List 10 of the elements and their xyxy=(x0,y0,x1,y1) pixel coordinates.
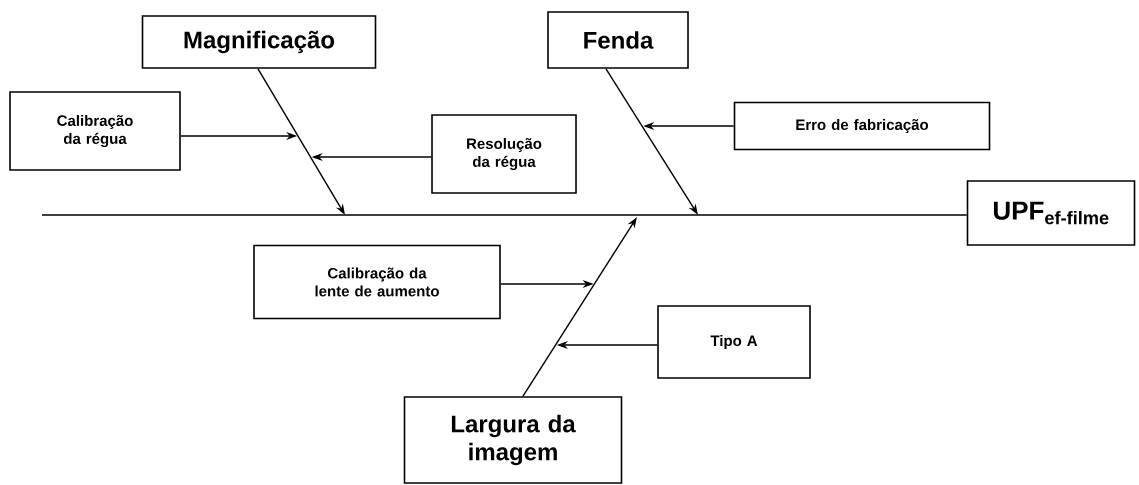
cause-box: Largura da imagem xyxy=(403,396,623,484)
spine-line xyxy=(41,214,968,216)
cause-box: Erro de fabricação xyxy=(733,101,991,151)
cause-box: Fenda xyxy=(547,11,689,69)
cause-box: Resolução da régua xyxy=(431,114,577,194)
cause-box: Calibração da lente de aumento xyxy=(253,244,501,320)
cause-box: Calibração da régua xyxy=(9,91,181,171)
cause-box: UPF$_{ef-filme}$ xyxy=(966,180,1136,246)
cause-box: Tipo A xyxy=(657,305,811,379)
cause-box: Magnificação xyxy=(141,15,377,69)
